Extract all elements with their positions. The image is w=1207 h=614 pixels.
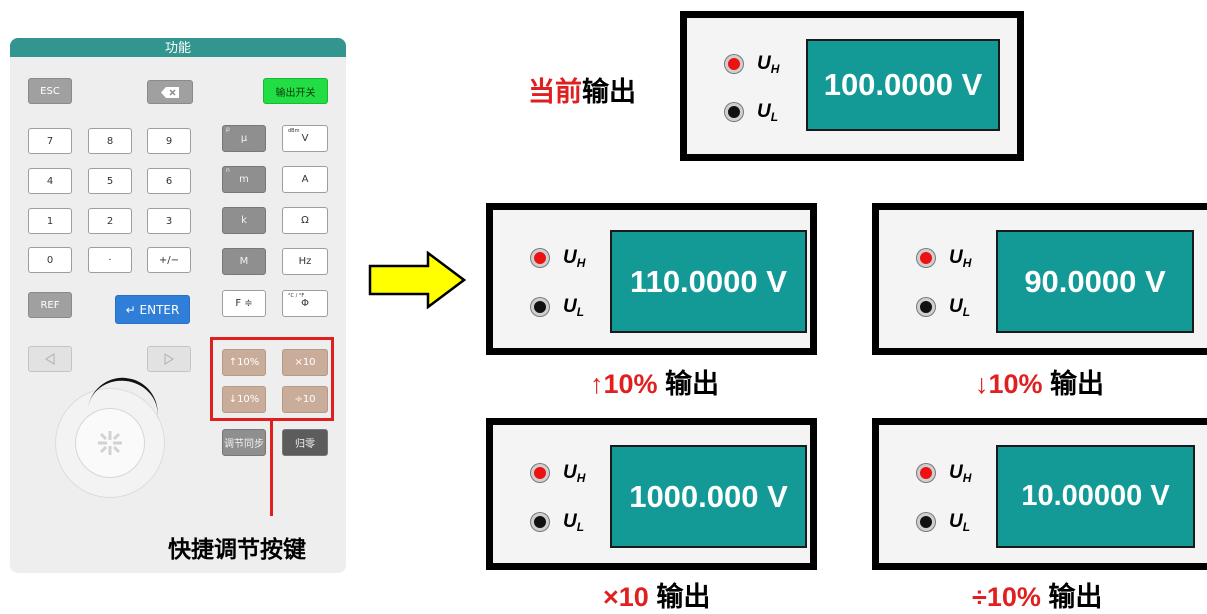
key-milli[interactable]: n m [222,166,266,193]
key-2[interactable]: 2 [88,208,132,234]
output-meter-down-10: UH UL 90.0000 V [872,203,1207,355]
up-10-percent-key[interactable]: ↑10% [222,349,266,376]
current-label-black: 输出 [582,77,636,107]
quick-keys-annotation: 快捷调节按键 [168,536,306,562]
terminal-high-icon [725,55,743,73]
terminal-low-icon [725,103,743,121]
ref-key[interactable]: REF [28,292,72,318]
key-micro-label: μ [240,133,248,144]
knob-logo-icon [98,431,122,455]
terminal-low-icon [917,298,935,316]
terminal-high-label: UH [949,462,972,485]
caption-times-10: ×10 输出 [603,582,711,612]
key-milli-label: m [239,174,249,185]
divide-10-key[interactable]: ÷10 [282,386,328,413]
output-display-up-10: 110.0000 V [610,230,807,333]
terminal-high-icon [531,464,549,482]
key-phi-label: Φ [301,298,309,309]
terminal-low-icon [531,298,549,316]
terminal-high-label: UH [757,53,780,76]
key-9[interactable]: 9 [147,128,191,154]
key-5[interactable]: 5 [88,168,132,194]
key-milli-sup: n [226,167,230,174]
terminal-high-icon [917,249,935,267]
quick-keys-highlight [210,337,334,421]
triangle-left-icon [45,353,55,365]
key-ohm[interactable]: Ω [282,207,328,234]
caption-up-10: ↑10% 输出 [590,369,720,399]
output-switch-key[interactable]: 输出开关 [263,78,328,104]
arrow-right-icon [368,251,466,309]
key-4[interactable]: 4 [28,168,72,194]
terminal-high-label: UH [949,247,972,270]
terminal-low-icon [531,513,549,531]
current-label-red: 当前 [528,77,582,107]
key-kilo[interactable]: k [222,207,266,234]
terminal-high-label: UH [563,247,586,270]
right-arrow-key[interactable] [147,346,191,372]
output-display-down-10: 90.0000 V [996,230,1194,333]
terminal-high-icon [531,249,549,267]
enter-key[interactable]: ↵ ENTER [115,295,190,324]
output-meter-times-10: UH UL 1000.000 V [486,418,817,570]
output-meter-divide-10: UH UL 10.00000 V [872,418,1207,570]
terminal-low-label: UL [949,511,971,534]
key-micro[interactable]: p μ [222,125,266,152]
output-meter-up-10: UH UL 110.0000 V [486,203,817,355]
esc-key[interactable]: ESC [28,78,72,104]
terminal-low-label: UL [757,101,779,124]
key-volt-label: V [301,133,309,144]
key-dot[interactable]: · [88,247,132,273]
sync-key[interactable]: 调节同步 [222,429,266,456]
current-output-display: 100.0000 V [806,39,1000,131]
panel-title: 功能 [10,38,346,57]
terminal-low-label: UL [949,296,971,319]
times-10-key[interactable]: ×10 [282,349,328,376]
knob-center [75,408,145,478]
key-mega[interactable]: M [222,248,266,275]
terminal-high-icon [917,464,935,482]
annotation-leader-line [270,421,273,516]
caption-down-10: ↓10% 输出 [975,369,1105,399]
key-0[interactable]: 0 [28,247,72,273]
key-phi-sup: °C / °F [288,293,305,299]
backspace-icon [161,86,179,98]
caption-divide-10: ÷10% 输出 [972,582,1103,612]
key-3[interactable]: 3 [147,208,191,234]
current-output-meter: UH UL 100.0000 V [680,11,1024,161]
key-1[interactable]: 1 [28,208,72,234]
key-sign[interactable]: +/− [147,247,191,273]
key-micro-sup: p [226,126,230,133]
key-6[interactable]: 6 [147,168,191,194]
key-volt[interactable]: dBm V [282,125,328,152]
key-f[interactable]: F ≑ [222,290,266,317]
down-10-percent-key[interactable]: ↓10% [222,386,266,413]
current-output-label: 当前输出 [528,70,636,109]
output-display-divide-10: 10.00000 V [996,445,1195,548]
key-phi[interactable]: °C / °F Φ [282,290,328,317]
key-volt-sup: dBm [288,128,300,134]
terminal-low-icon [917,513,935,531]
triangle-right-icon [164,353,174,365]
key-7[interactable]: 7 [28,128,72,154]
terminal-high-label: UH [563,462,586,485]
terminal-low-label: UL [563,296,585,319]
key-8[interactable]: 8 [88,128,132,154]
terminal-low-label: UL [563,511,585,534]
key-hz[interactable]: Hz [282,248,328,275]
zero-key[interactable]: 归零 [282,429,328,456]
backspace-key[interactable] [147,80,193,104]
key-amp[interactable]: A [282,166,328,193]
left-arrow-key[interactable] [28,346,72,372]
output-display-times-10: 1000.000 V [610,445,807,548]
